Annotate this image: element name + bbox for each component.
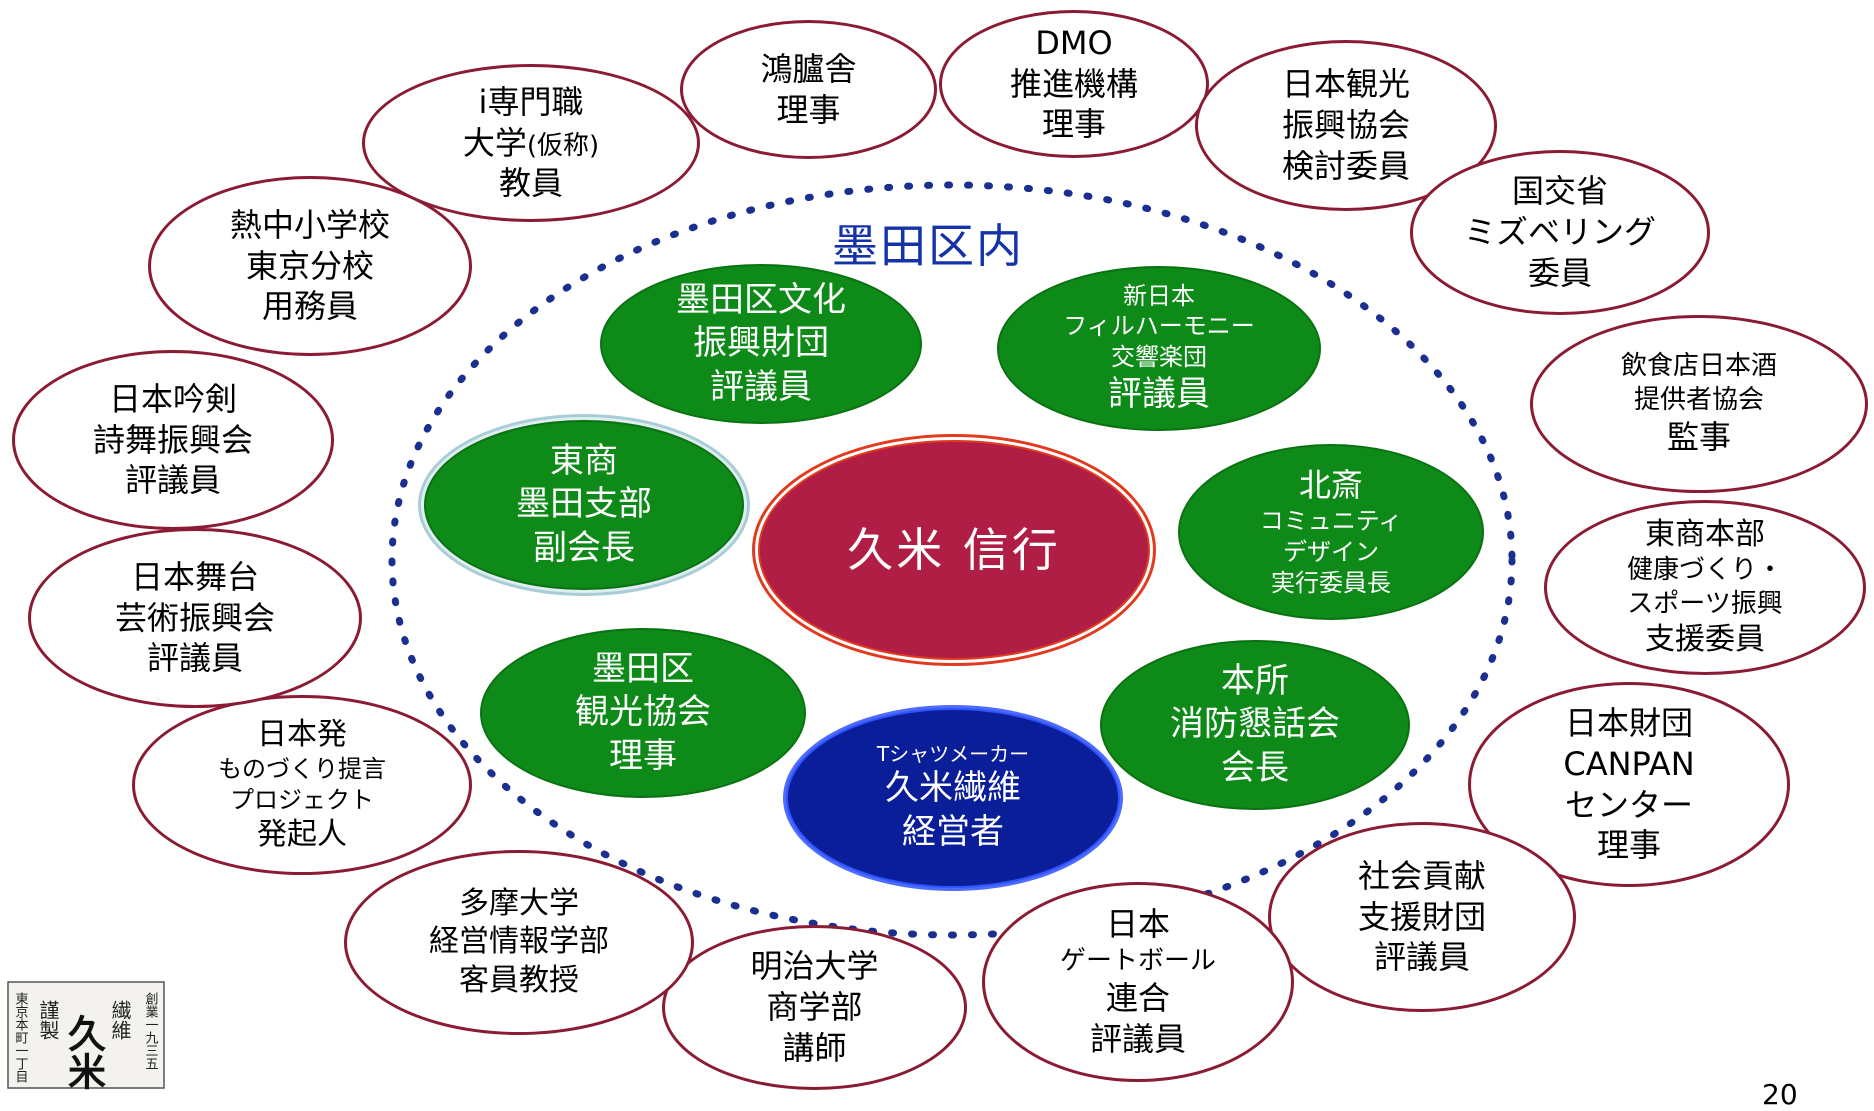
outer-node-social-contribution: 社会貢献 支援財団 評議員 xyxy=(1268,822,1576,1012)
outer-node-mlit: 国交省 ミズベリング 委員 xyxy=(1410,150,1710,315)
logo-address-text: 東京本町一丁目 xyxy=(13,991,29,1083)
page-number: 20 xyxy=(1762,1078,1798,1111)
inner-node-kume-textile: Tシャツメーカー 久米繊維 経営者 xyxy=(786,708,1120,888)
center-node-kume-nobuyuki: 久米 信行 xyxy=(758,440,1150,660)
outer-node-necchu-school: 熱中小学校 東京分校 用務員 xyxy=(148,176,472,356)
outer-node-sake-association: 飲食店日本酒 提供者協会 監事 xyxy=(1530,315,1868,493)
region-label: 墨田区内 xyxy=(832,219,1024,273)
outer-node-tama-university: 多摩大学 経営情報学部 客員教授 xyxy=(344,850,694,1035)
inner-node-sumida-culture-foundation: 墨田区文化 振興財団 評議員 xyxy=(600,264,922,424)
inner-node-hokusai-community-design: 北斎 コミュニティ デザイン 実行委員長 xyxy=(1178,444,1484,620)
kume-textile-logo: 東京本町一丁目 謹製 久米 繊維 創業一九三五 xyxy=(7,981,165,1090)
logo-sen-i-text: 繊維 xyxy=(108,1000,132,1040)
outer-node-stage-arts: 日本舞台 芸術振興会 評議員 xyxy=(28,528,362,708)
inner-node-new-japan-philharmonic: 新日本 フィルハーモニー 交響楽団 評議員 xyxy=(997,266,1321,431)
inner-node-sumida-tourism-association: 墨田区 観光協会 理事 xyxy=(480,628,806,798)
outer-node-ginken-shibu: 日本吟剣 詩舞振興会 評議員 xyxy=(12,350,334,530)
outer-node-dmo: DMO 推進機構 理事 xyxy=(939,10,1209,158)
outer-node-gateball: 日本 ゲートボール 連合 評議員 xyxy=(982,882,1294,1082)
logo-founded-text: 創業一九三五 xyxy=(143,992,159,1070)
sumida-region-ring xyxy=(388,181,1516,939)
outer-node-meiji-university: 明治大学 商学部 講師 xyxy=(662,925,967,1090)
outer-node-korosha: 鴻臚舎 理事 xyxy=(680,20,937,159)
outer-node-tosho-honbu: 東商本部 健康づくり・ スポーツ振興 支援委員 xyxy=(1544,500,1866,675)
inner-node-tosho-sumida-branch: 東商 墨田支部 副会長 xyxy=(424,420,744,590)
logo-kinsei-text: 謹製 xyxy=(36,1000,60,1040)
logo-kume-text: 久米 xyxy=(62,1014,107,1090)
inner-node-honjo-fire-council: 本所 消防懇話会 会長 xyxy=(1100,640,1410,810)
outer-node-monozukuri: 日本発 ものづくり提言 プロジェクト 発起人 xyxy=(132,695,472,875)
outer-node-i-professional-university: i専門職 大学(仮称) 教員 xyxy=(362,64,700,222)
